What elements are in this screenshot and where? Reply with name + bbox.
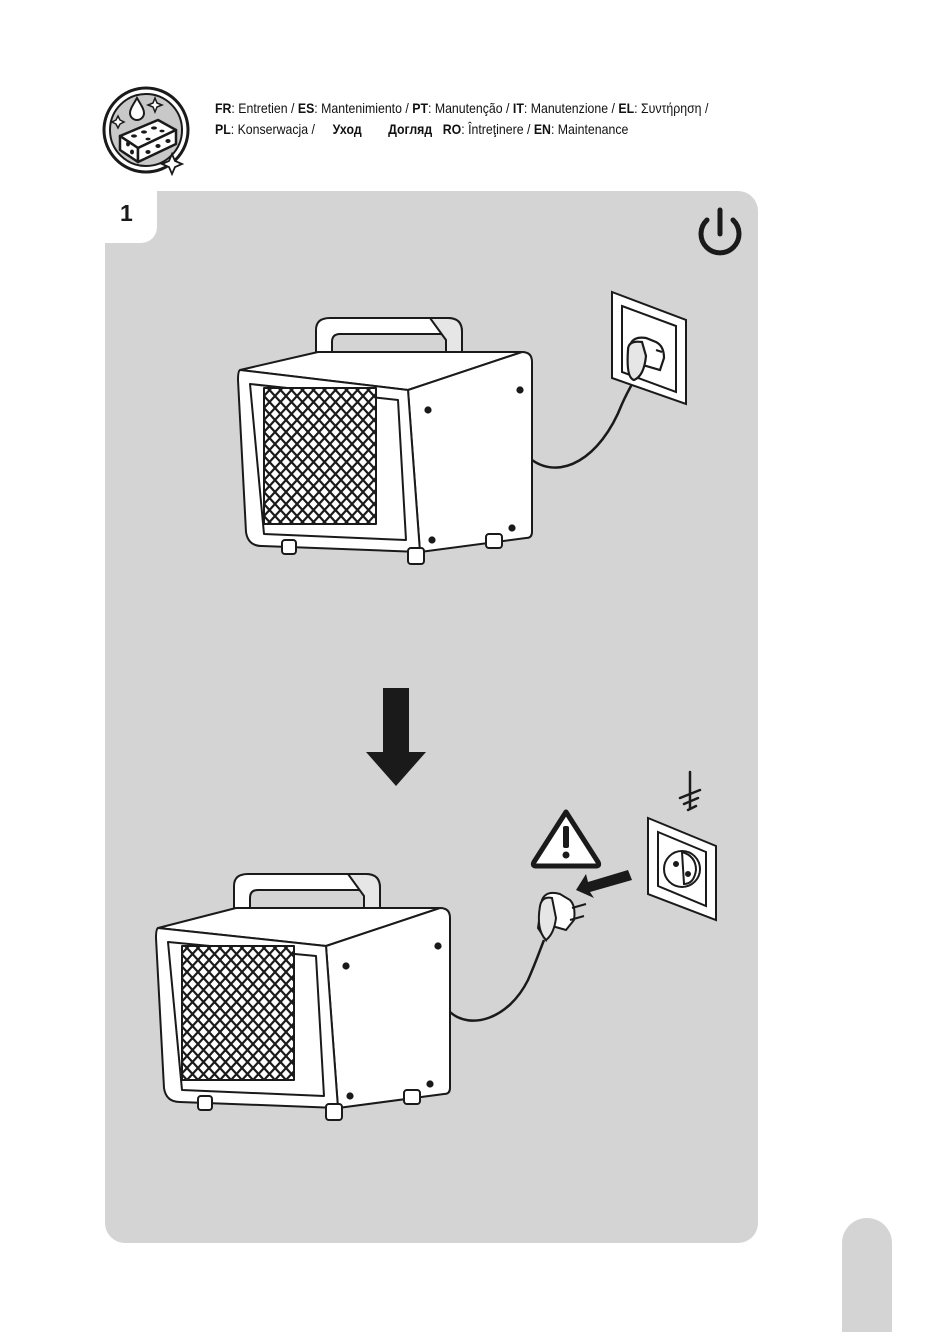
arrow-down-icon (366, 688, 426, 786)
page-edge-tab (842, 1218, 892, 1332)
heater-unplugged (156, 874, 544, 1120)
ground-symbol-icon (680, 772, 700, 810)
power-icon (701, 210, 739, 253)
warning-triangle-icon (533, 812, 598, 866)
wall-socket-plugged (612, 292, 686, 404)
heater-plugged (238, 318, 640, 564)
plug-unplugged (538, 893, 586, 940)
unplug-arrow-icon (576, 870, 632, 898)
wall-socket-empty (648, 818, 716, 920)
